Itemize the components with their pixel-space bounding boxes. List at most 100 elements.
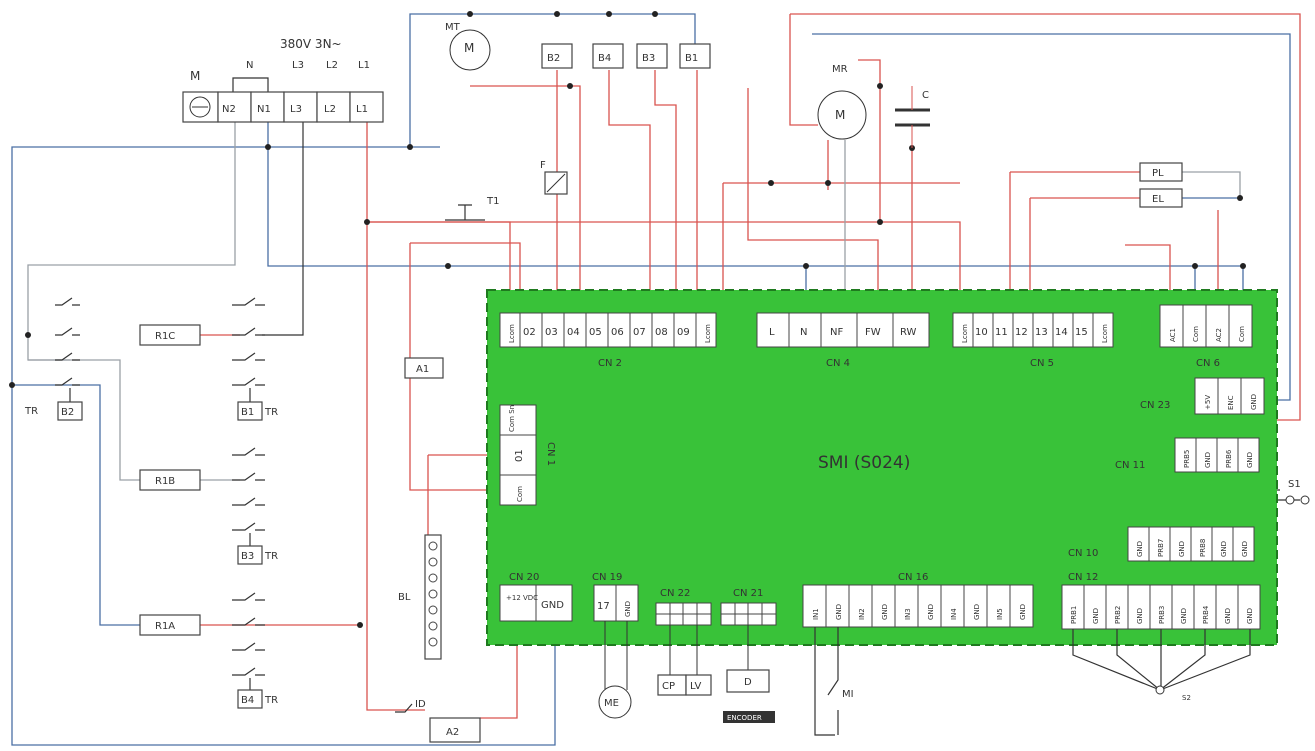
cn2-pin-lcom-2: Lcom <box>704 324 712 343</box>
cn6-connector: AC1 Com AC2 Com CN 6 <box>1159 304 1253 369</box>
cn5-pin-lcom-2: Lcom <box>1101 324 1109 343</box>
bl-label: BL <box>398 592 411 603</box>
terminal-l1: L1 <box>356 104 368 115</box>
s2-wires <box>1072 629 1251 691</box>
cn5-connector: Lcom 10 11 12 13 14 15 Lcom CN 5 <box>952 312 1114 369</box>
pl-label: PL <box>1152 168 1164 179</box>
cn19-pin-17: 17 <box>597 601 610 612</box>
cn4-label: CN 4 <box>826 358 850 369</box>
terminal-l3: L3 <box>290 104 302 115</box>
cn20-connector: +12 VDC GND CN 20 <box>499 572 573 622</box>
cn2-pin-04: 04 <box>567 327 580 338</box>
cn12-pin-prb3: PRB3 <box>1158 606 1166 624</box>
junction-dots <box>9 11 1246 628</box>
cn5-pin-11: 11 <box>995 327 1008 338</box>
d-label: D <box>744 677 752 688</box>
cn5-pin-13: 13 <box>1035 327 1048 338</box>
t1-label: T1 <box>486 196 499 207</box>
cn12-pin-gnd-4: GND <box>1224 608 1232 624</box>
cn12-pin-gnd-2: GND <box>1136 608 1144 624</box>
cn6-pin-ac1: AC1 <box>1169 328 1177 342</box>
tr-box-b4: B4 <box>241 695 254 706</box>
cn11-pin-gnd-1: GND <box>1204 452 1212 468</box>
cn23-label: CN 23 <box>1140 400 1170 411</box>
cn22-connector: CN 22 <box>655 588 712 626</box>
f-label: F <box>540 160 546 171</box>
cn10-connector: GND PRB7 GND PRB8 GND GND CN 10 <box>1068 526 1255 562</box>
cn2-pin-03: 03 <box>545 327 558 338</box>
cn16-pin-gnd-3: GND <box>927 604 935 620</box>
tr-box-b1: B1 <box>241 407 254 418</box>
cn2-pin-08: 08 <box>655 327 668 338</box>
cn4-pin-l: L <box>769 327 775 338</box>
cn4-pin-n: N <box>800 327 807 338</box>
cn12-pin-gnd-1: GND <box>1092 608 1100 624</box>
cp-label: CP <box>662 681 675 692</box>
terminal-n1: N1 <box>257 104 271 115</box>
cn21-label: CN 21 <box>733 588 763 599</box>
switch-id-icon <box>395 703 413 713</box>
el-label: EL <box>1152 194 1164 205</box>
cn12-pin-prb1: PRB1 <box>1070 606 1078 624</box>
cn12-connector: PRB1 GND PRB2 GND PRB3 GND PRB4 GND GND … <box>1061 572 1261 630</box>
terminal-n2: N2 <box>222 104 236 115</box>
cn20-label: CN 20 <box>509 572 539 583</box>
cn2-connector: Lcom 02 03 04 05 06 07 08 09 Lcom CN 2 <box>499 312 717 369</box>
cn11-pin-prb5: PRB5 <box>1183 450 1191 468</box>
cn11-connector: PRB5 GND PRB6 GND CN 11 <box>1115 437 1260 473</box>
relay-r1a: R1A <box>155 621 175 632</box>
cn23-pin-5v: +5V <box>1204 395 1212 410</box>
cn23-pin-gnd: GND <box>1250 394 1258 410</box>
mt-label: MT <box>445 22 461 33</box>
cn12-pin-gnd-3: GND <box>1180 608 1188 624</box>
bl-strip <box>424 534 442 660</box>
c-label: C <box>922 90 929 101</box>
board-title: SMI (S024) <box>818 453 910 473</box>
lv-label: LV <box>690 681 701 692</box>
cn10-label: CN 10 <box>1068 548 1098 559</box>
cn11-label: CN 11 <box>1115 460 1145 471</box>
cn19-connector: 17 GND CN 19 <box>592 572 639 622</box>
cn12-pin-prb2: PRB2 <box>1114 606 1122 624</box>
cn16-pin-in4: IN4 <box>950 608 958 620</box>
box-b3: B3 <box>642 53 655 64</box>
tr-label-b3: TR <box>264 551 278 562</box>
bl-pins <box>428 541 438 647</box>
switch-mi-icon <box>814 627 839 736</box>
phase-label-l3: L3 <box>292 60 304 71</box>
cn4-pin-nf: NF <box>830 327 843 338</box>
cn4-pin-rw: RW <box>900 327 917 338</box>
supply-voltage: 380V 3N~ <box>280 37 342 51</box>
smi-board: SMI (S024) Lcom 02 03 04 05 06 07 08 09 … <box>486 289 1278 646</box>
contacts-right <box>232 297 265 690</box>
cn6-label: CN 6 <box>1196 358 1220 369</box>
cn4-pin-fw: FW <box>865 327 881 338</box>
cn10-pin-gnd-1: GND <box>1136 541 1144 557</box>
supply-block: 380V 3N~ M N L3 L2 L1 N2 N1 L3 L2 L1 <box>182 37 384 123</box>
cn23-pin-enc: ENC <box>1227 395 1235 410</box>
cn1-pin-01: 01 <box>514 449 525 462</box>
mt-motor-symbol: M <box>464 41 474 55</box>
s2-label: S2 <box>1182 694 1191 702</box>
cn16-pin-gnd-2: GND <box>881 604 889 620</box>
cn5-pin-15: 15 <box>1075 327 1088 338</box>
cn5-pin-lcom-1: Lcom <box>961 324 969 343</box>
motor-me-icon <box>598 685 632 719</box>
cn20-pin-12vdc: +12 VDC <box>506 594 538 602</box>
box-b2: B2 <box>547 53 560 64</box>
cn4-connector: L N NF FW RW CN 4 <box>756 312 930 369</box>
cn6-pin-com-1: Com <box>1192 326 1200 342</box>
cn10-pin-prb7: PRB7 <box>1157 539 1165 557</box>
mr-label: MR <box>832 64 848 75</box>
cn16-pin-gnd-4: GND <box>973 604 981 620</box>
cn16-connector: IN1 GND IN2 GND IN3 GND IN4 GND IN5 GND … <box>802 572 1034 628</box>
tr-box-b2: B2 <box>61 407 74 418</box>
cn5-label: CN 5 <box>1030 358 1054 369</box>
top-components: MT M B2 B4 B3 B1 F T1 MR M C PL EL <box>445 22 1183 221</box>
cn1-pin-com: Com <box>516 486 524 502</box>
motor-mr-icon <box>817 90 867 140</box>
tr-label-b4: TR <box>264 695 278 706</box>
cn11-pin-gnd-2: GND <box>1246 452 1254 468</box>
cn16-label: CN 16 <box>898 572 928 583</box>
